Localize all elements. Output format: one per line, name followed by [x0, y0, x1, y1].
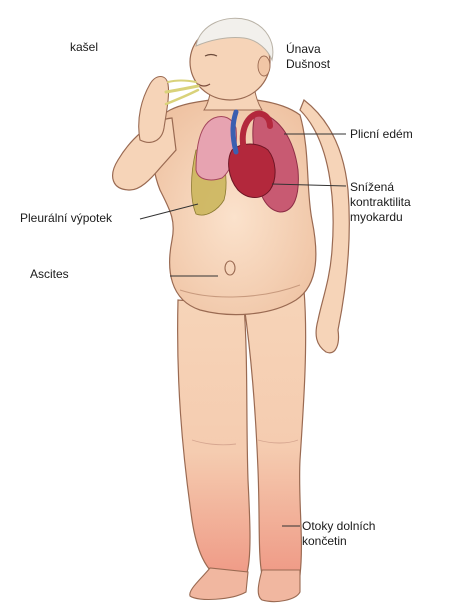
label-leg-edema: Otoky dolních končetin	[302, 519, 375, 549]
right-leg	[244, 290, 306, 575]
left-foot	[190, 568, 248, 599]
right-foot	[258, 570, 300, 602]
label-contractility: Snížená kontraktilita myokardu	[350, 180, 411, 225]
label-fatigue-dyspnea: Únava Dušnost	[286, 42, 330, 72]
legs	[178, 290, 306, 602]
vena-cava	[233, 112, 236, 152]
label-ascites: Ascites	[30, 267, 69, 282]
cough-breath	[166, 81, 198, 105]
head	[190, 18, 273, 110]
label-dyspnea: Dušnost	[286, 57, 330, 72]
label-pulmonary-edema: Plicní edém	[350, 127, 413, 142]
ear	[258, 56, 270, 76]
label-pleural-effusion: Pleurální výpotek	[20, 211, 112, 226]
left-leg	[178, 300, 250, 576]
label-fatigue: Únava	[286, 42, 330, 57]
label-cough: kašel	[70, 40, 98, 55]
